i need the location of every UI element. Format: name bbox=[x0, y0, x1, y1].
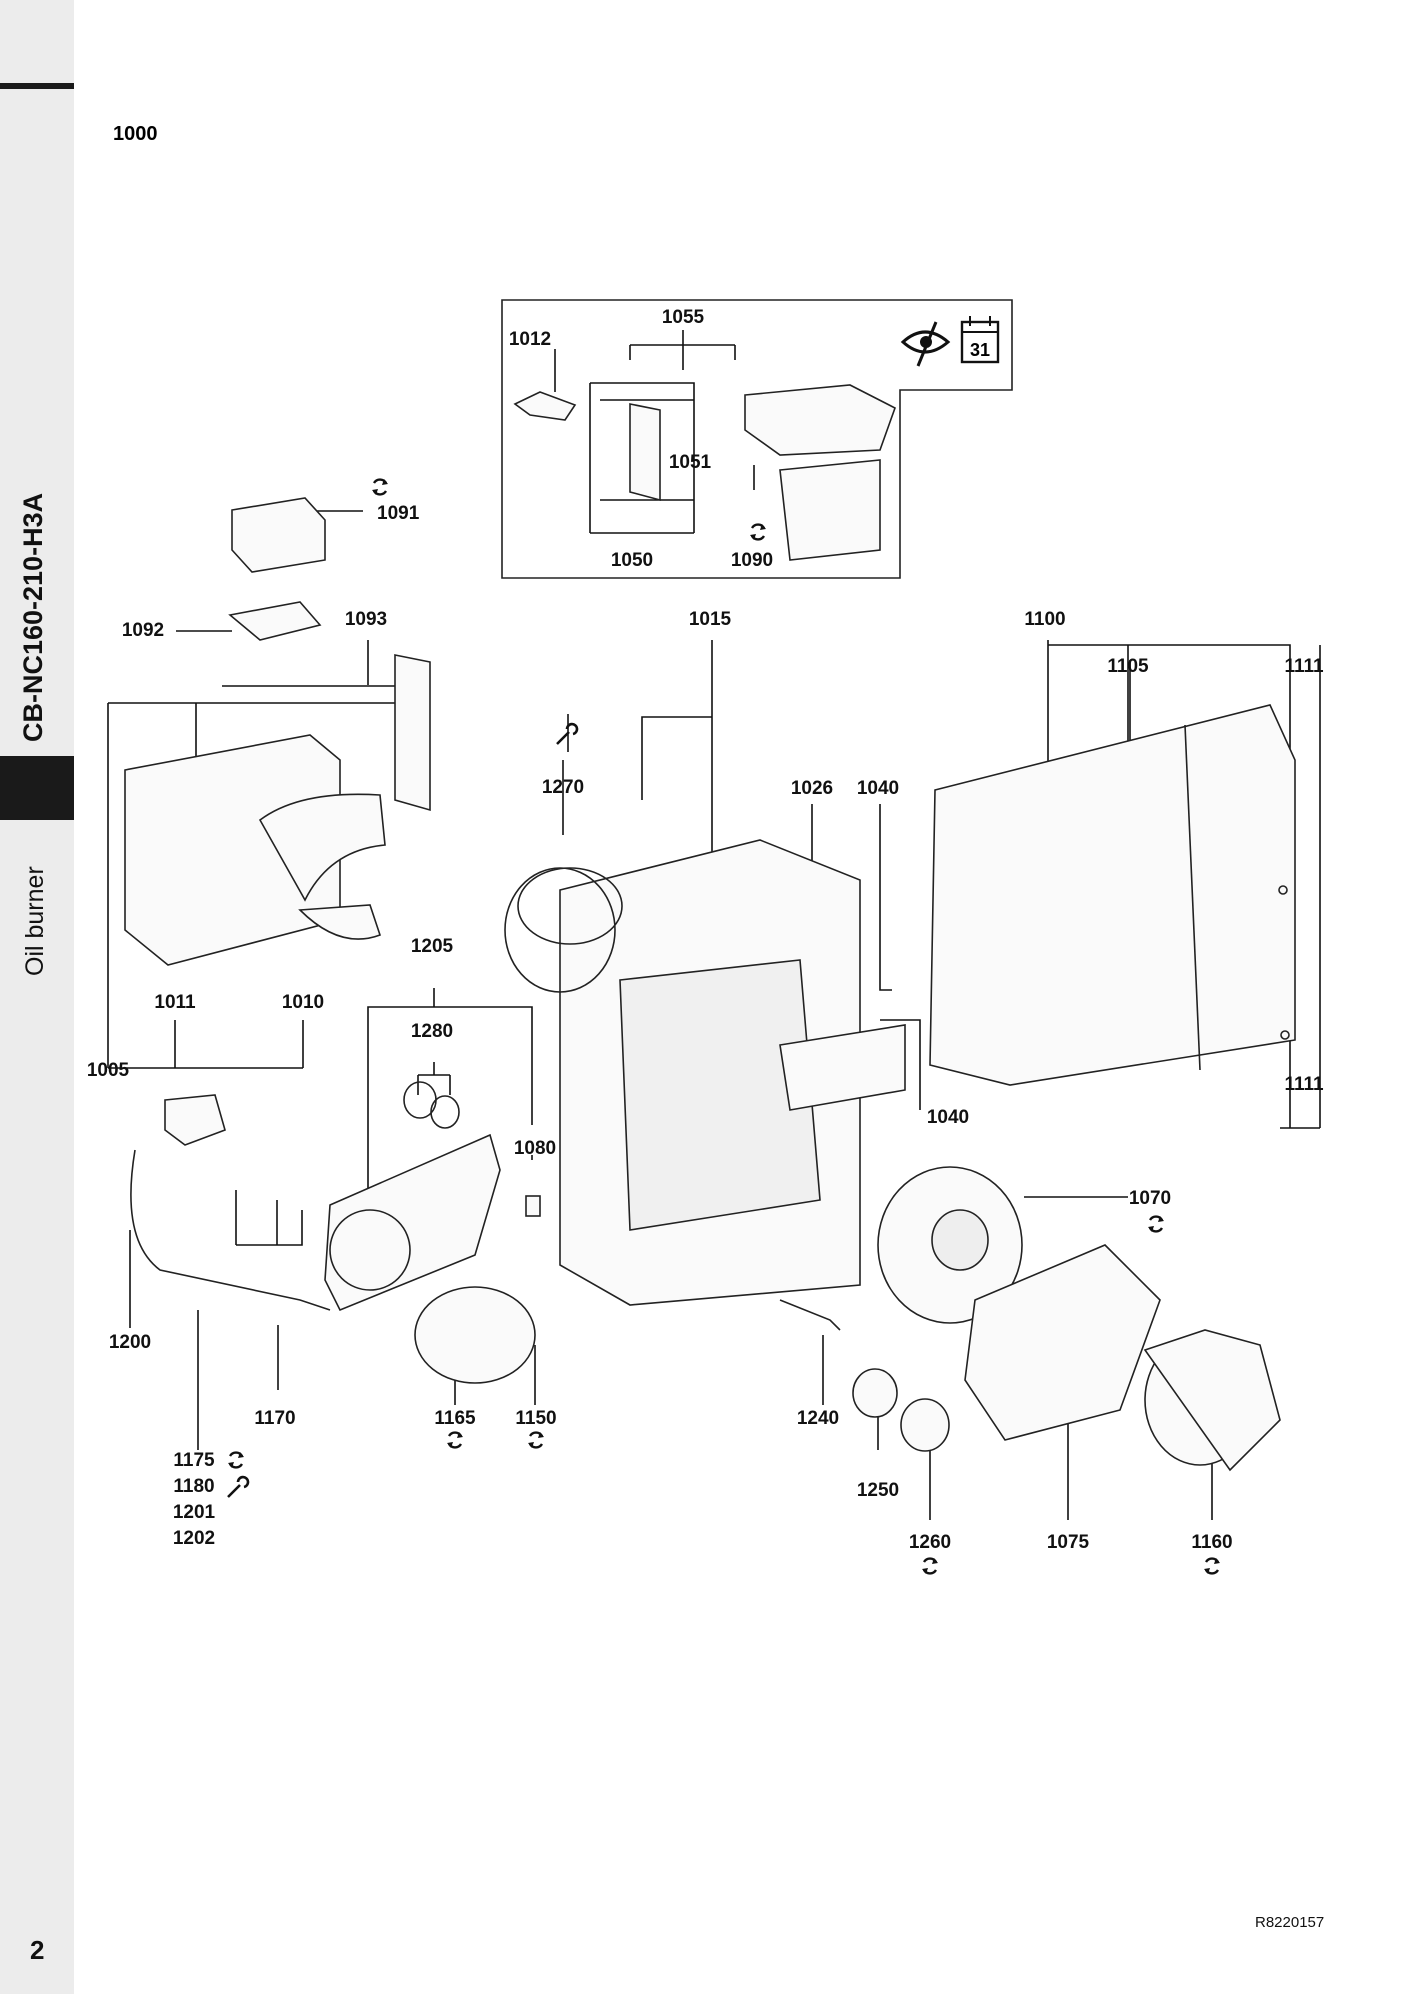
label-1200: 1200 bbox=[109, 1332, 151, 1353]
rotating-arrows-icon bbox=[445, 1430, 465, 1450]
label-1111-top: 1111 bbox=[1284, 656, 1324, 677]
label-1280: 1280 bbox=[411, 1021, 453, 1042]
assembly-number: 1000 bbox=[113, 123, 158, 145]
label-1092: 1092 bbox=[122, 620, 164, 641]
label-1165: 1165 bbox=[434, 1408, 476, 1429]
label-1260: 1260 bbox=[909, 1532, 951, 1553]
label-1180: 1180 bbox=[173, 1476, 214, 1497]
label-1150: 1150 bbox=[515, 1408, 556, 1429]
label-1091: 1091 bbox=[377, 503, 420, 524]
rotating-arrows-icon bbox=[920, 1556, 940, 1576]
rotating-arrows-icon bbox=[1146, 1214, 1166, 1234]
wrench-icon bbox=[226, 1475, 250, 1499]
part-drawings bbox=[124, 384, 1296, 1472]
label-1055: 1055 bbox=[662, 307, 705, 328]
label-1160: 1160 bbox=[1191, 1532, 1232, 1553]
wrench-icon bbox=[555, 722, 579, 746]
label-1050: 1050 bbox=[611, 550, 653, 571]
label-1240: 1240 bbox=[797, 1408, 839, 1429]
label-1012: 1012 bbox=[509, 329, 551, 350]
label-1202: 1202 bbox=[173, 1528, 215, 1549]
rotating-arrows-icon bbox=[748, 522, 768, 542]
label-1270: 1270 bbox=[542, 777, 584, 798]
label-1201: 1201 bbox=[173, 1502, 216, 1523]
label-1005: 1005 bbox=[87, 1060, 130, 1081]
label-1040-bottom: 1040 bbox=[927, 1107, 969, 1128]
label-1070: 1070 bbox=[1129, 1188, 1171, 1209]
sidebar-top-rule bbox=[0, 83, 74, 89]
label-1093: 1093 bbox=[345, 609, 387, 630]
label-1205: 1205 bbox=[411, 936, 454, 957]
label-1250: 1250 bbox=[857, 1480, 899, 1501]
label-1075: 1075 bbox=[1047, 1532, 1090, 1553]
label-1170: 1170 bbox=[254, 1408, 295, 1429]
calendar-icon: 31 bbox=[960, 316, 1000, 364]
maintenance-kit-box bbox=[501, 299, 1013, 579]
label-1015: 1015 bbox=[689, 609, 732, 630]
label-1040-top: 1040 bbox=[857, 778, 899, 799]
document-reference: R8220157 bbox=[1255, 1914, 1325, 1931]
label-1090: 1090 bbox=[731, 550, 773, 571]
rotating-arrows-icon bbox=[1202, 1556, 1222, 1576]
label-1026: 1026 bbox=[791, 778, 833, 799]
page-number: 2 bbox=[30, 1935, 45, 1965]
label-1051: 1051 bbox=[669, 452, 712, 473]
calendar-day: 31 bbox=[970, 340, 990, 360]
label-1105: 1105 bbox=[1107, 656, 1149, 677]
rotating-arrows-icon bbox=[370, 477, 390, 497]
label-1100: 1100 bbox=[1024, 609, 1065, 630]
rotating-arrows-icon bbox=[226, 1450, 246, 1470]
eye-inspection-icon bbox=[900, 321, 951, 367]
label-1111-bottom: 1111 bbox=[1284, 1074, 1324, 1095]
leader-lines bbox=[107, 330, 1321, 1520]
label-1011: 1011 bbox=[154, 992, 196, 1013]
rotating-arrows-icon bbox=[526, 1430, 546, 1450]
label-1080: 1080 bbox=[514, 1138, 556, 1159]
label-1175: 1175 bbox=[173, 1450, 215, 1471]
label-1010: 1010 bbox=[282, 992, 324, 1013]
sidebar bbox=[0, 0, 74, 1994]
part-labels: 1055 1012 1051 1050 1090 1091 1092 1093 … bbox=[87, 307, 1324, 1553]
section-marker bbox=[0, 756, 74, 820]
